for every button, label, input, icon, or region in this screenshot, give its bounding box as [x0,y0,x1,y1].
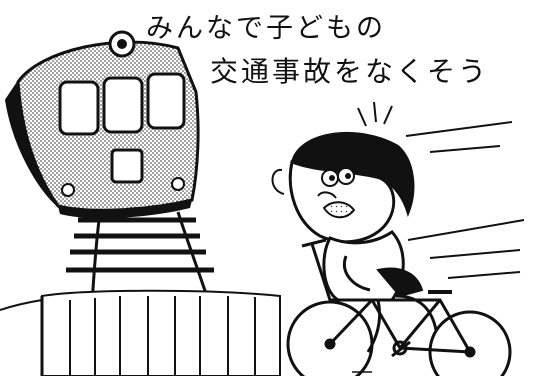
train-icon [4,30,200,219]
child-cyclist-icon [271,131,438,353]
bicycle-icon [286,238,512,376]
motion-lines [357,101,525,279]
slogan-line-2: 交通事故をなくそう [210,55,490,88]
slogan-line-1: みんなで子どもの [146,13,386,44]
crossing-fence [0,289,281,376]
